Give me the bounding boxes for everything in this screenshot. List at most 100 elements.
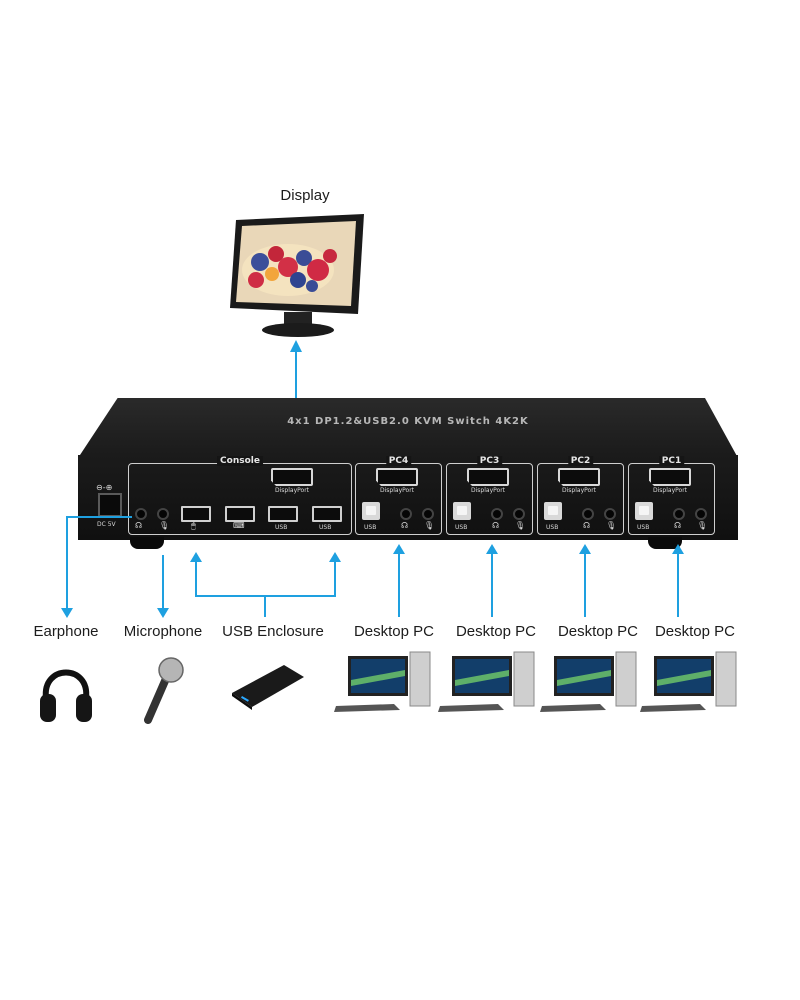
console-usb-mouse-port[interactable]: [181, 506, 211, 522]
pc4-headphone-jack[interactable]: [400, 508, 412, 520]
microphone-connection-line: [162, 555, 164, 612]
pc4-title: PC4: [385, 456, 412, 466]
pc1-panel: PC1 DisplayPort USB ☊ 🎙: [628, 456, 715, 535]
earphone-connection-line: [66, 516, 132, 518]
power-jack[interactable]: [98, 493, 122, 517]
console-mic-jack[interactable]: [157, 508, 169, 520]
kvm-chassis-front: ⊖-⊕ DC 5V Console DisplayPort ☊ 🎙 🖱 ⌨ US…: [78, 455, 738, 540]
mouse-icon: 🖱: [191, 521, 196, 530]
desktop-pc-label-2: Desktop PC: [557, 623, 639, 640]
earphone-label: Earphone: [33, 623, 99, 640]
power-polarity-symbol: ⊖-⊕: [96, 483, 113, 492]
pc3-title: PC3: [476, 456, 503, 466]
chassis-foot-right: [648, 537, 682, 549]
console-usb-port-2[interactable]: [312, 506, 342, 522]
pc2-connection-line: [584, 550, 586, 617]
pc2-displayport[interactable]: [558, 468, 600, 486]
arrow-up-icon: [290, 340, 302, 352]
console-dp-label: DisplayPort: [275, 487, 310, 494]
pc3-connection-line: [491, 550, 493, 617]
display-label: Display: [280, 187, 330, 204]
chassis-foot-left: [130, 537, 164, 549]
arrow-up-icon: [190, 552, 202, 562]
desktop-pc-icon: [334, 650, 434, 717]
pc1-title: PC1: [658, 456, 685, 466]
usb-enclosure-label: USB Enclosure: [222, 623, 324, 640]
pc2-dp-label: DisplayPort: [562, 487, 597, 494]
console-panel: Console DisplayPort ☊ 🎙 🖱 ⌨ USB USB: [128, 456, 352, 535]
desktop-pc-label-1: Desktop PC: [654, 623, 736, 640]
pc1-headphone-jack[interactable]: [673, 508, 685, 520]
arrow-up-icon: [672, 544, 684, 554]
usb-connection-line: [195, 558, 197, 596]
pc3-displayport[interactable]: [467, 468, 509, 486]
pc1-usb-label: USB: [637, 524, 650, 531]
usb-connection-line: [334, 558, 336, 596]
pc3-mic-jack[interactable]: [513, 508, 525, 520]
pc4-displayport[interactable]: [376, 468, 418, 486]
arrow-up-icon: [579, 544, 591, 554]
microphone-icon: 🎙: [424, 521, 435, 530]
pc3-usb-b-port[interactable]: [453, 502, 471, 520]
pc3-usb-label: USB: [455, 524, 468, 531]
headphone-icon: ☊: [674, 521, 682, 530]
desktop-pc-icon: [438, 650, 538, 717]
pc4-dp-label: DisplayPort: [380, 487, 415, 494]
hard-drive-icon: [228, 663, 306, 716]
console-usb-port-1[interactable]: [268, 506, 298, 522]
arrow-down-icon: [61, 608, 73, 618]
desktop-pc-label-3: Desktop PC: [455, 623, 537, 640]
pc3-dp-label: DisplayPort: [471, 487, 506, 494]
monitor-icon: [228, 212, 368, 340]
headphones-icon: [38, 654, 94, 729]
kvm-chassis-top: 4x1 DP1.2&USB2.0 KVM Switch 4K2K: [78, 398, 738, 458]
console-usb-label-2: USB: [319, 524, 332, 531]
console-displayport[interactable]: [271, 468, 313, 486]
console-usb-keyboard-port[interactable]: [225, 506, 255, 522]
arrow-up-icon: [393, 544, 405, 554]
desktop-pc-label-4: Desktop PC: [353, 623, 435, 640]
microphone-icon: 🎙: [606, 521, 617, 530]
pc2-panel: PC2 DisplayPort USB ☊ 🎙: [537, 456, 624, 535]
keyboard-icon: ⌨: [233, 521, 245, 530]
pc1-displayport[interactable]: [649, 468, 691, 486]
pc1-usb-b-port[interactable]: [635, 502, 653, 520]
desktop-pc-icon: [540, 650, 640, 717]
pc3-panel: PC3 DisplayPort USB ☊ 🎙: [446, 456, 533, 535]
pc2-usb-b-port[interactable]: [544, 502, 562, 520]
pc4-connection-line: [398, 550, 400, 617]
pc2-mic-jack[interactable]: [604, 508, 616, 520]
pc1-mic-jack[interactable]: [695, 508, 707, 520]
microphone-icon: [138, 656, 184, 729]
console-headphone-jack[interactable]: [135, 508, 147, 520]
pc4-panel: PC4 DisplayPort USB ☊ 🎙: [355, 456, 442, 535]
pc4-usb-b-port[interactable]: [362, 502, 380, 520]
microphone-icon: 🎙: [697, 521, 708, 530]
pc2-usb-label: USB: [546, 524, 559, 531]
arrow-down-icon: [157, 608, 169, 618]
headphone-icon: ☊: [401, 521, 409, 530]
desktop-pc-icon: [640, 650, 740, 717]
usb-connection-line: [264, 595, 266, 617]
headphone-icon: ☊: [135, 521, 143, 530]
pc4-usb-label: USB: [364, 524, 377, 531]
microphone-icon: 🎙: [515, 521, 526, 530]
microphone-label: Microphone: [123, 623, 203, 640]
pc1-dp-label: DisplayPort: [653, 487, 688, 494]
pc1-connection-line: [677, 550, 679, 617]
headphone-icon: ☊: [583, 521, 591, 530]
microphone-icon: 🎙: [159, 521, 170, 530]
pc2-title: PC2: [567, 456, 594, 466]
arrow-up-icon: [486, 544, 498, 554]
console-usb-label-1: USB: [275, 524, 288, 531]
pc2-headphone-jack[interactable]: [582, 508, 594, 520]
earphone-connection-line: [66, 516, 68, 612]
device-title: 4x1 DP1.2&USB2.0 KVM Switch 4K2K: [287, 416, 529, 427]
arrow-up-icon: [329, 552, 341, 562]
headphone-icon: ☊: [492, 521, 500, 530]
pc4-mic-jack[interactable]: [422, 508, 434, 520]
power-label: DC 5V: [97, 521, 116, 528]
console-title: Console: [217, 456, 263, 466]
pc3-headphone-jack[interactable]: [491, 508, 503, 520]
usb-connection-line: [195, 595, 336, 597]
